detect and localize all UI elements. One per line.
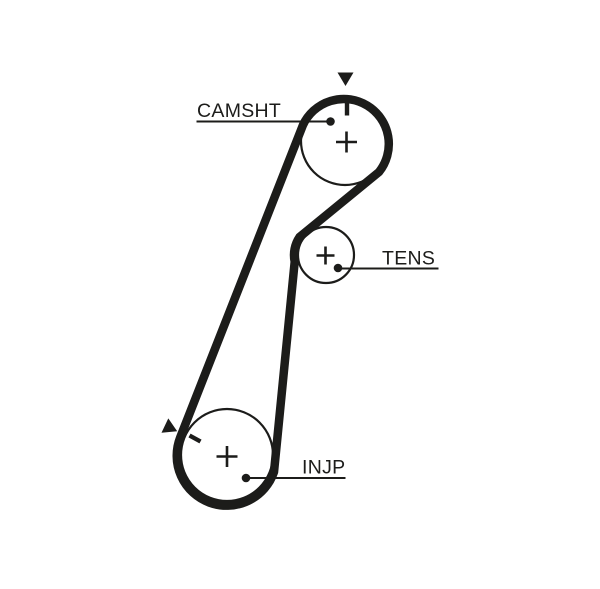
camshaft-pointer-triangle-icon — [337, 72, 354, 86]
injp-center-cross-icon — [216, 446, 238, 467]
injp-label: INJP — [302, 457, 345, 479]
injp-leader-dot — [241, 473, 251, 483]
injp-pointer-triangle-icon — [161, 418, 178, 433]
camsht-label: CAMSHT — [197, 100, 281, 122]
tens-leader-dot — [333, 263, 343, 273]
camshaft-center-cross-icon — [336, 131, 357, 153]
injp-timing-dash-icon — [188, 433, 202, 444]
tensioner-center-cross-icon — [316, 246, 335, 265]
timing-belt — [172, 94, 393, 510]
camsht-leader-dot — [326, 117, 335, 126]
tens-label: TENS — [382, 248, 435, 270]
